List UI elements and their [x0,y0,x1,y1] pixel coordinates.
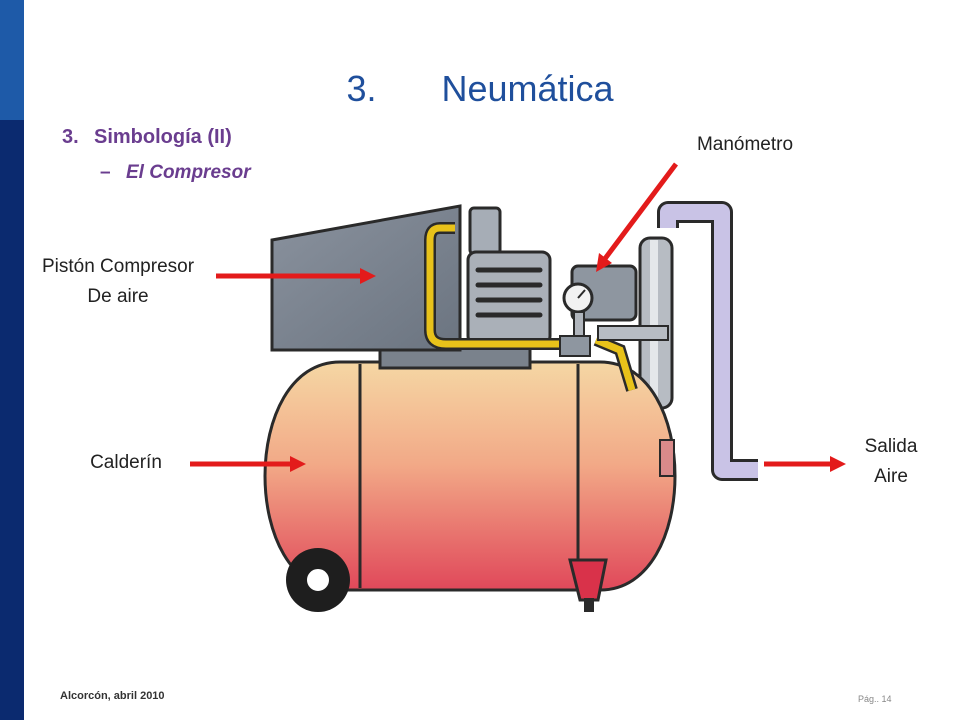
arrow-piston [216,268,376,284]
arrow-calderin [190,456,306,472]
title-text: Neumática [441,68,614,109]
label-salida-line2: Aire [874,466,908,487]
bullet-dash: – [100,162,111,183]
bullet-subtext: El Compresor [126,162,251,183]
slide-title: 3. Neumática [0,68,960,110]
label-salida: Salida Aire [846,432,936,492]
bullet-level2: –El Compresor [100,162,251,184]
footer-page-number: Pág.. 14 [858,694,892,704]
footer-location-date: Alcorcón, abril 2010 [60,690,165,702]
rear-foot [568,558,608,612]
outlet-pipe [657,201,758,481]
gauge-assembly [559,264,669,357]
bullet-number: 3. [62,126,79,148]
label-piston-line1: Pistón Compresor [41,256,195,277]
arrow-manometro [596,162,678,272]
label-piston-line2: De aire [87,286,149,307]
label-piston: Pistón Compresor De aire [28,252,208,312]
arrow-salida [764,456,846,472]
bullet-level1: 3. Simbología (II) [62,126,232,149]
label-calderin: Calderín [90,452,162,473]
label-salida-line1: Salida [864,436,918,457]
title-number: 3. [346,68,377,109]
label-manometro: Manómetro [696,134,794,155]
sidebar-accent [0,0,24,120]
bullet-text: Simbología (II) [94,126,232,148]
left-sidebar [0,0,24,720]
wheel [286,548,350,612]
